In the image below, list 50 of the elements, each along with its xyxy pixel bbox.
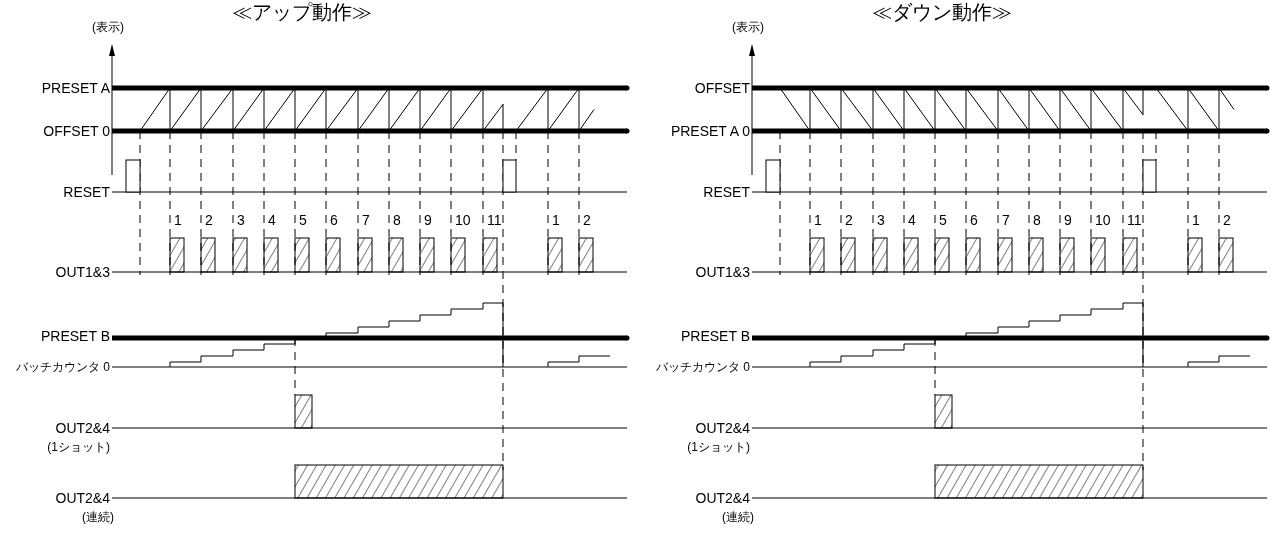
pulse-number: 5 (939, 212, 947, 228)
signal-label: バッチカウンタ 0 (656, 360, 750, 374)
pulse-number: 2 (845, 212, 853, 228)
pulse-number: 4 (908, 212, 916, 228)
level-label: OFFSET (694, 80, 750, 96)
pulse-number: 5 (299, 212, 307, 228)
signal-note: (連続) (82, 510, 114, 524)
pulse-number: 2 (1223, 212, 1231, 228)
pulse-number: 6 (330, 212, 338, 228)
axis-label: (表示) (732, 20, 764, 34)
pulse-number: 2 (583, 212, 591, 228)
pulse-number: 1 (814, 212, 822, 228)
level-label: PRESET B (681, 328, 750, 344)
signal-label: OUT1&3 (55, 264, 110, 280)
pulse-number: 8 (1033, 212, 1041, 228)
level-label: OFFSET 0 (43, 123, 110, 139)
pulse-number: 8 (393, 212, 401, 228)
pulse-number: 7 (362, 212, 370, 228)
pulse-number: 1 (552, 212, 560, 228)
pulse-number: 4 (268, 212, 276, 228)
level-label: PRESET A 0 (670, 123, 750, 139)
signal-note: (連続) (722, 510, 754, 524)
pulse-number: 1 (174, 212, 182, 228)
axis-label: (表示) (92, 20, 124, 34)
pulse-number: 7 (1002, 212, 1010, 228)
chart-title: ≪アップ動作≫ (232, 0, 372, 24)
signal-label: OUT2&4 (695, 420, 750, 436)
pulse-number: 11 (1127, 212, 1142, 228)
pulse-number: 6 (970, 212, 978, 228)
pulse-number: 10 (1095, 212, 1111, 228)
chart-title: ≪ダウン動作≫ (872, 0, 1012, 24)
level-label: PRESET B (41, 328, 110, 344)
signal-label: OUT2&4 (695, 490, 750, 506)
signal-label: OUT2&4 (55, 420, 110, 436)
signal-label: バッチカウンタ 0 (16, 360, 110, 374)
signal-label: RESET (703, 184, 750, 200)
pulse-number: 1 (1192, 212, 1200, 228)
signal-note: (1ショット) (687, 440, 750, 454)
pulse-number: 10 (455, 212, 471, 228)
signal-label: RESET (63, 184, 110, 200)
pulse-number: 2 (205, 212, 213, 228)
pulse-number: 9 (424, 212, 432, 228)
pulse-number: 9 (1064, 212, 1072, 228)
pulse-number: 3 (877, 212, 885, 228)
level-label: PRESET A (41, 80, 110, 96)
signal-label: OUT1&3 (695, 264, 750, 280)
pulse-number: 3 (237, 212, 245, 228)
signal-note: (1ショット) (47, 440, 110, 454)
pulse-number: 11 (487, 212, 502, 228)
signal-label: OUT2&4 (55, 490, 110, 506)
